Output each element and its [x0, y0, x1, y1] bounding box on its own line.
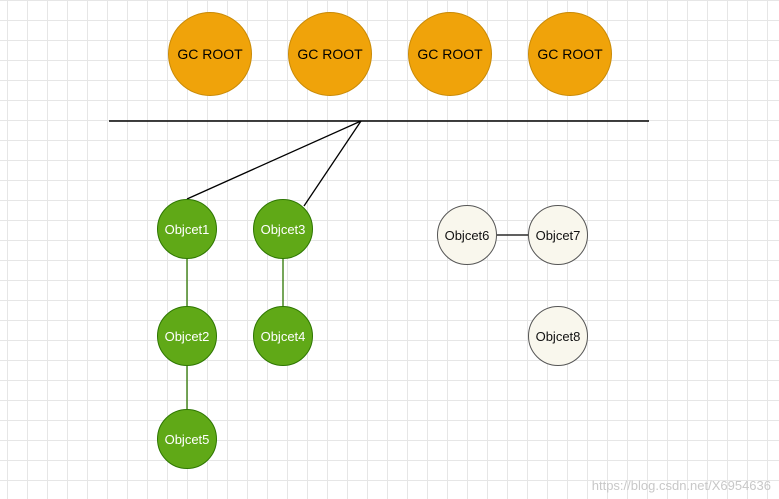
- object-node-objcet8: Objcet8: [528, 306, 588, 366]
- object-node-objcet6: Objcet6: [437, 205, 497, 265]
- object-node-objcet1: Objcet1: [157, 199, 217, 259]
- gc-root-node-4: GC ROOT: [528, 12, 612, 96]
- object-node-objcet2: Objcet2: [157, 306, 217, 366]
- gc-root-node-2: GC ROOT: [288, 12, 372, 96]
- gc-root-node-1: GC ROOT: [168, 12, 252, 96]
- object-node-objcet5: Objcet5: [157, 409, 217, 469]
- object-node-objcet3: Objcet3: [253, 199, 313, 259]
- object-node-objcet4: Objcet4: [253, 306, 313, 366]
- watermark-text: https://blog.csdn.net/X6954636: [591, 478, 771, 493]
- edge-bar-to-objcet1: [186, 120, 362, 200]
- edge-bar-to-objcet3: [303, 120, 362, 207]
- gc-root-node-3: GC ROOT: [408, 12, 492, 96]
- object-node-objcet7: Objcet7: [528, 205, 588, 265]
